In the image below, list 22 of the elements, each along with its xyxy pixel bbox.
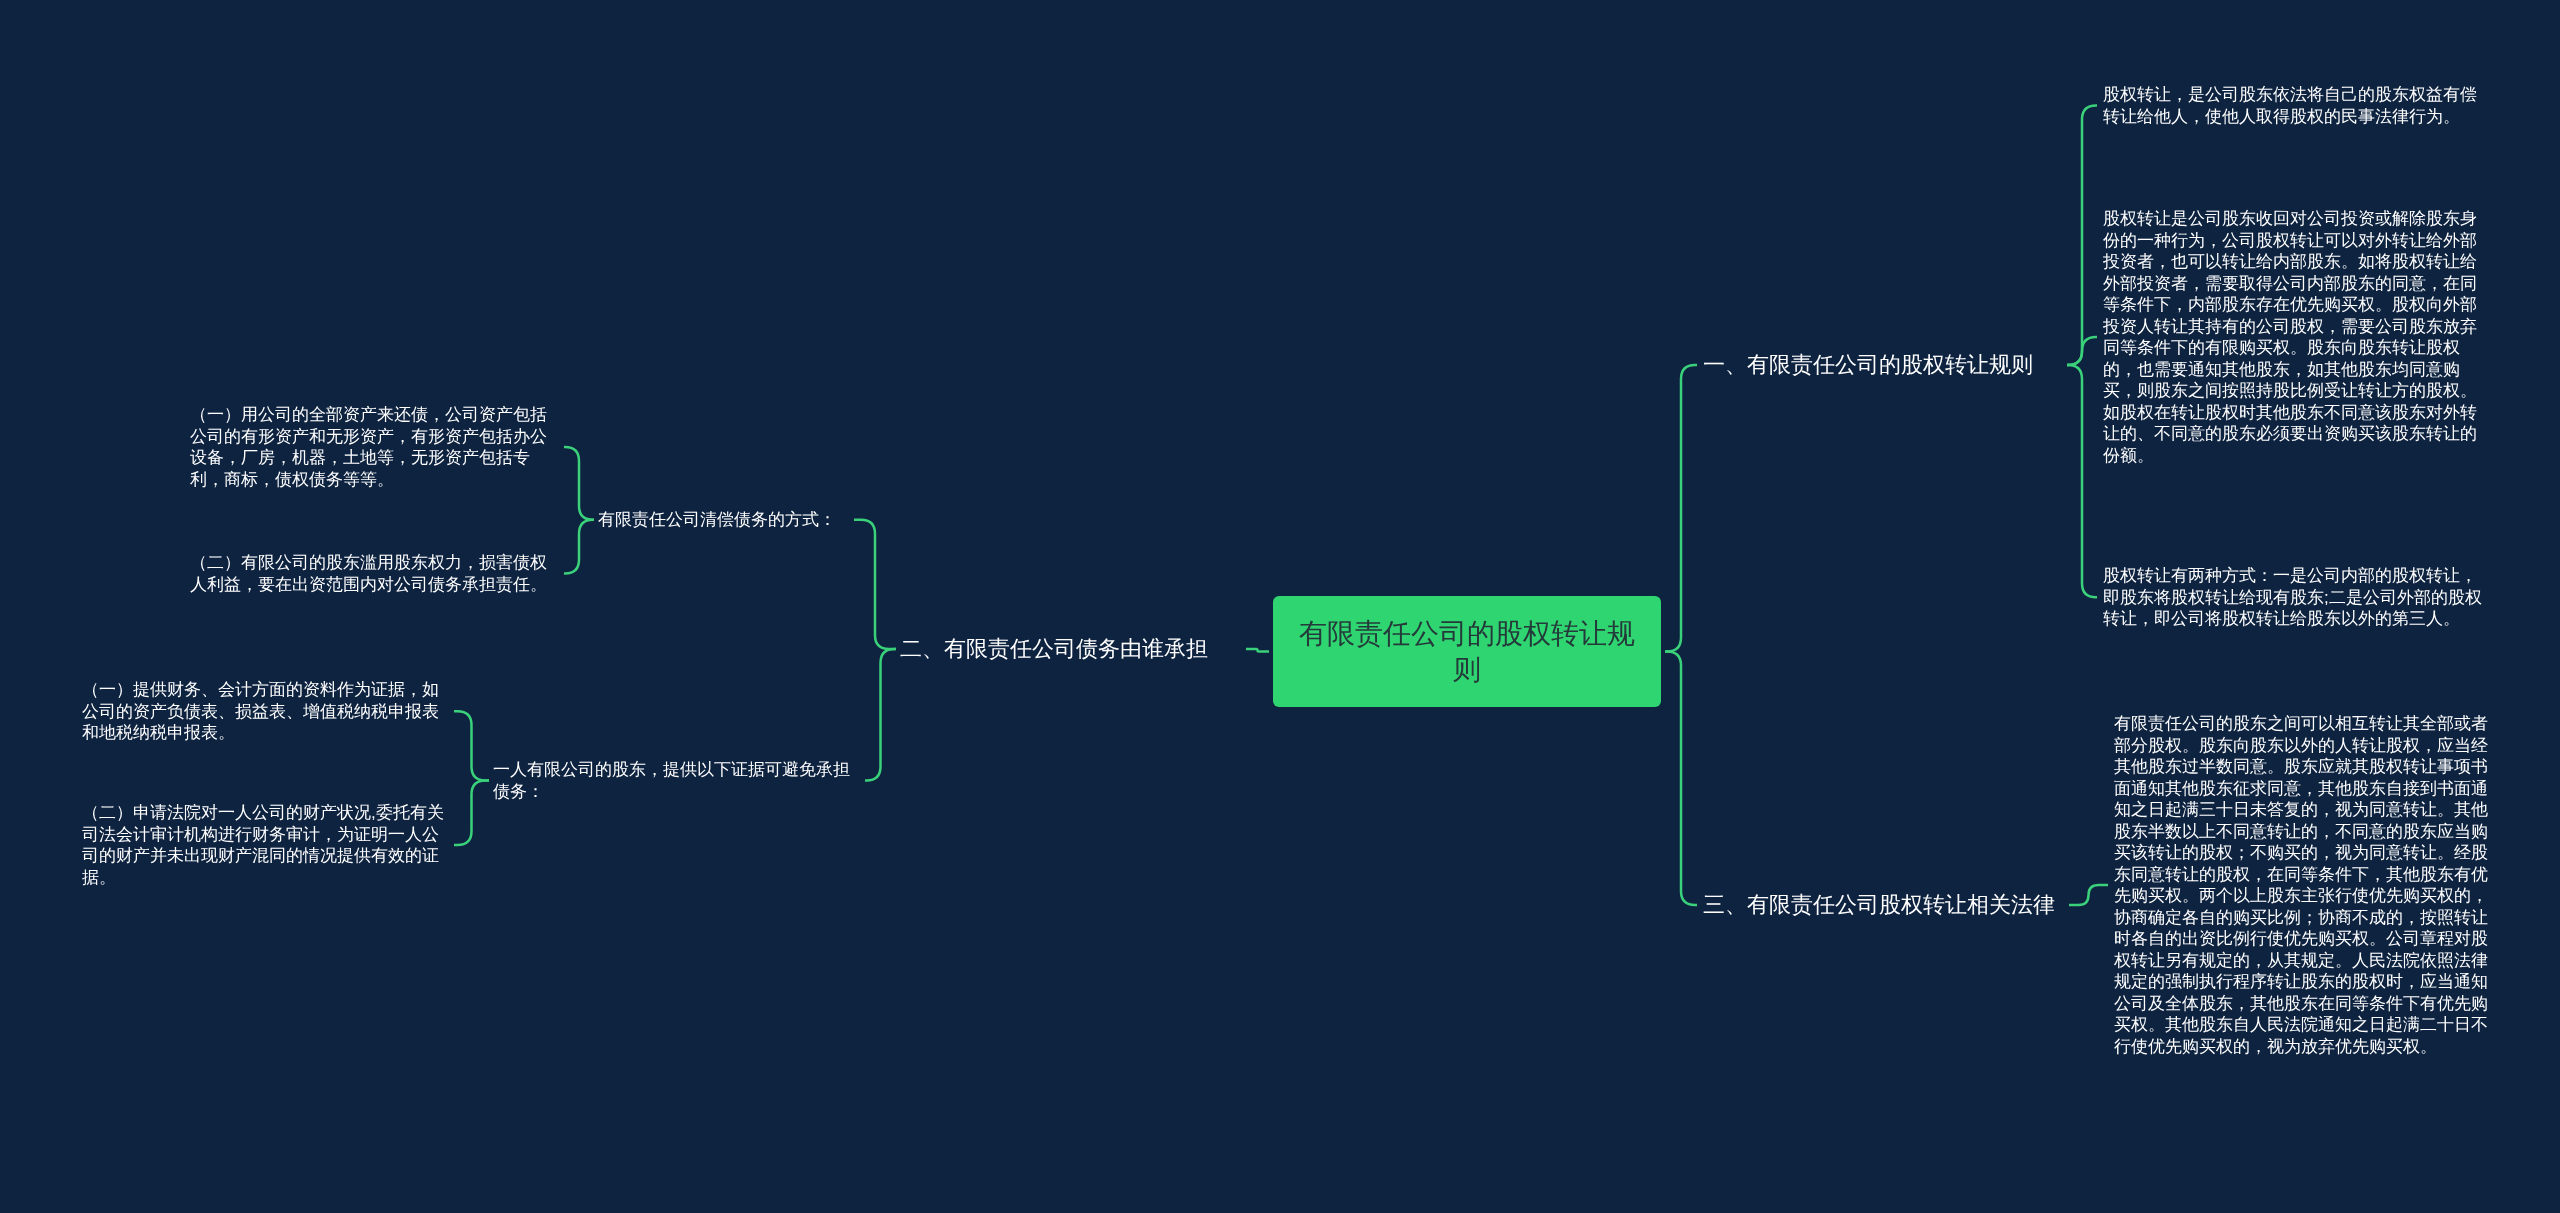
branch-topic: 二、有限责任公司债务由谁承担 — [900, 634, 1240, 664]
connector-line — [864, 647, 897, 782]
connector-line — [563, 518, 595, 575]
leaf-text: （二）有限公司的股东滥用股东权力，损害债权人利益，要在出资范围内对公司债务承担责任。 — [190, 552, 558, 595]
branch-topic: 一、有限责任公司的股权转让规则 — [1703, 350, 2063, 380]
connector-line — [1665, 650, 1697, 907]
leaf-text: （一）用公司的全部资产来还债，公司资产包括公司的有形资产和无形资产，有形资产包括办公设备，厂房，机器，土地等，无形资产包括专利，商标，债权债务等等。 — [190, 404, 558, 490]
leaf-text: 股权转让有两种方式：一是公司内部的股权转让，即股东将股权转让给现有股东;二是公司外部的股权转让，即公司将股权转让给股东以外的第三人。 — [2103, 565, 2483, 630]
sub-topic: 有限责任公司清偿债务的方式： — [598, 509, 848, 531]
leaf-text: （二）申请法院对一人公司的财产状况,委托有关司法会计审计机构进行财务审计，为证明一人公司的财产并未出现财产混同的情况提供有效的证据。 — [82, 802, 448, 888]
connector-line — [2066, 363, 2098, 599]
leaf-text: 股权转让，是公司股东依法将自己的股东权益有偿转让给他人，使他人取得股权的民事法律行为。 — [2103, 84, 2483, 127]
sub-topic: 一人有限公司的股东，提供以下证据可避免承担债务： — [493, 759, 859, 802]
connector-line — [1246, 647, 1269, 653]
connector-line — [563, 445, 595, 521]
root-topic-box: 有限责任公司的股权转让规则 — [1273, 596, 1661, 707]
connector-line — [454, 779, 489, 847]
connector-line — [2069, 883, 2108, 907]
branch-topic: 三、有限责任公司股权转让相关法律 — [1703, 890, 2065, 920]
leaf-text: （一）提供财务、会计方面的资料作为证据，如公司的资产负债表、损益表、增值税纳税申报表和地税纳税申报表。 — [82, 679, 448, 744]
leaf-text: 股权转让是公司股东收回对公司投资或解除股东身份的一种行为，公司股权转让可以对外转让给外部投资者，也可以转让给内部股东。如将股权转让给外部投资者，需要取得公司内部股东的同意，在同等条件下，内部股东存在优先购买权。股权向外部投资人转让其持有的公司股权，需要公司股东放弃同等条件下的有限购买权。股东向股东转让股权的，也需要通知其他股东，如其他股东均同意购买，则股东之间按照持股比例受让转让方的股权。如股权在转让股权时其他股东不同意该股东对外转让的、不同意的股东必须要出资购买该股东转让的份额。 — [2103, 208, 2483, 466]
leaf-text: 有限责任公司的股东之间可以相互转让其全部或者部分股权。股东向股东以外的人转让股权，应当经其他股东过半数同意。股东应就其股权转让事项书面通知其他股东征求同意，其他股东自接到书面通知之日起满三十日未答复的，视为同意转让。其他股东半数以上不同意转让的，不同意的股东应当购买该转让的股权；不购买的，视为同意转让。经股东同意转让的股权，在同等条件下，其他股东有优先购买权。两个以上股东主张行使优先购买权的，协商确定各自的购买比例；协商不成的，按照转让时各自的出资比例行使优先购买权。公司章程对股权转让另有规定的，从其规定。人民法院依照法律规定的强制执行程序转让股东的股权时，应当通知公司及全体股东，其他股东在同等条件下有优先购买权。其他股东自人民法院通知之日起满二十日不行使优先购买权的，视为放弃优先购买权。 — [2114, 713, 2490, 1057]
